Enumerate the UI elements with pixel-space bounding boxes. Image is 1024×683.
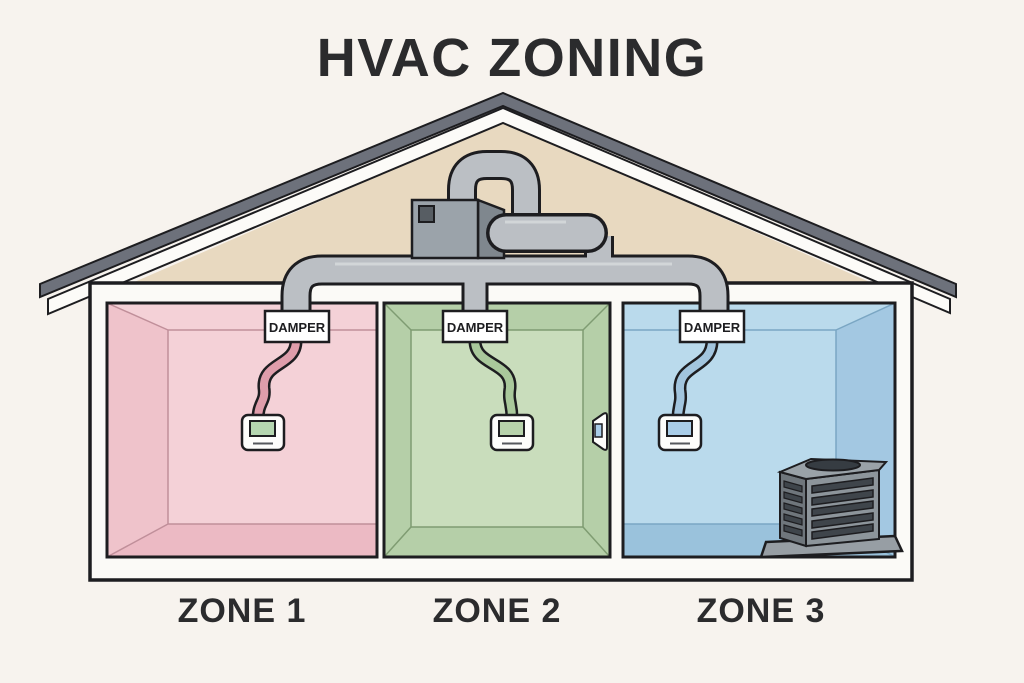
slat xyxy=(783,524,803,537)
damper-box xyxy=(678,309,746,344)
attic-interior xyxy=(132,122,872,283)
condenser-front-slats xyxy=(811,477,874,540)
zone-1-caption: ZONE 1 xyxy=(178,592,307,630)
thermostat-screen xyxy=(498,420,525,437)
slat xyxy=(783,491,803,504)
slat xyxy=(811,523,874,540)
zone-2-edges xyxy=(383,302,611,558)
zone-1-floor xyxy=(107,524,377,557)
thermostat-screen xyxy=(666,420,693,437)
slat xyxy=(783,502,803,515)
zone-1-tube xyxy=(254,337,300,423)
roof xyxy=(39,91,957,299)
side-thermostat xyxy=(592,412,608,451)
slat xyxy=(811,500,874,517)
page-title: HVAC ZONING xyxy=(317,28,708,88)
slat xyxy=(783,513,803,526)
air-handler-vent-icon xyxy=(418,205,435,223)
zone-1-side-wall xyxy=(107,303,168,557)
zone-2-damper: DAMPER xyxy=(441,309,509,344)
zone-2-tube xyxy=(471,337,516,423)
condenser-fan-icon xyxy=(805,458,861,472)
zone-2-caption: ZONE 2 xyxy=(433,592,562,630)
slat xyxy=(811,512,874,529)
supply-trunk-duct xyxy=(283,257,727,338)
zone-3-damper: DAMPER xyxy=(678,309,746,344)
zone-1-thermostat xyxy=(240,413,286,452)
damper-label: DAMPER xyxy=(269,320,326,335)
zone-3-outline xyxy=(621,301,897,559)
thermostat-screen xyxy=(249,420,276,437)
zone-1-outline xyxy=(105,301,379,559)
damper-box xyxy=(441,309,509,344)
side-thermostat-screen xyxy=(594,423,603,438)
zone-3-caption: ZONE 3 xyxy=(697,592,826,630)
slat xyxy=(811,477,874,494)
zone-2-thermostat xyxy=(489,413,535,452)
condenser-unit xyxy=(759,457,904,559)
damper-box xyxy=(263,309,331,344)
zone-3-thermostat xyxy=(657,413,703,452)
damper-label: DAMPER xyxy=(684,320,741,335)
slat xyxy=(811,489,874,506)
slat xyxy=(783,480,803,493)
roof-fascia xyxy=(47,106,951,316)
damper-label: DAMPER xyxy=(447,320,504,335)
return-arch-duct xyxy=(450,153,538,226)
zone-2-outline xyxy=(382,301,612,559)
zone-3-tube xyxy=(674,337,716,423)
zone-1-damper: DAMPER xyxy=(263,309,331,344)
condenser-side-slats xyxy=(783,480,803,537)
